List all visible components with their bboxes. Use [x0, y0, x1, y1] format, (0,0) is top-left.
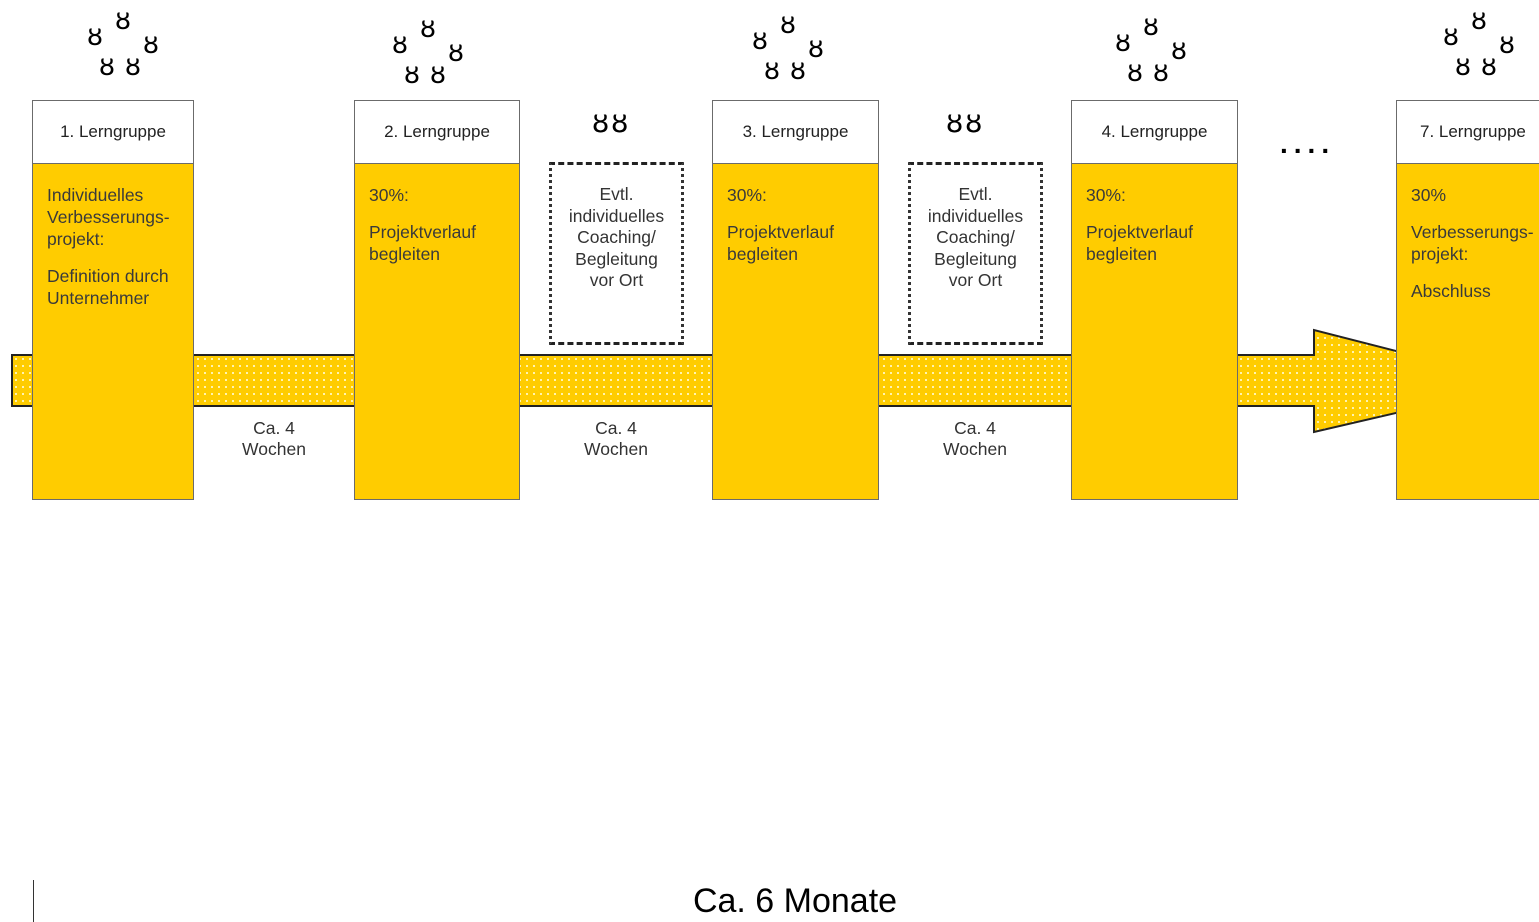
coaching-pair-icon: ȣȣ	[946, 106, 985, 139]
person-icon: ȣ	[430, 60, 446, 90]
session-text-line: projekt:	[47, 229, 105, 249]
person-icon: ȣ	[99, 52, 115, 82]
interval-line: Ca. 4	[595, 418, 637, 438]
interval-line: Ca. 4	[253, 418, 295, 438]
coaching-text-line: individuelles	[568, 205, 665, 226]
coaching-text-line: Coaching/	[577, 227, 656, 247]
session-description: 30%: Projektverlauf begleiten	[713, 164, 878, 265]
session-text-line: Verbesserungs-	[1411, 222, 1534, 242]
interval-label-2: Ca. 4 Wochen	[551, 418, 681, 460]
person-icon: ȣ	[1127, 58, 1143, 88]
person-icon: ȣ	[780, 10, 796, 40]
coaching-box-1: Evtl. individuelles Coaching/ Begleitung…	[549, 162, 684, 345]
participants-icon-group-4: ȣ ȣ ȣ ȣ ȣ	[1113, 14, 1203, 104]
participants-icon-group-3: ȣ ȣ ȣ ȣ ȣ	[750, 12, 840, 102]
participants-icon-group-1: ȣ ȣ ȣ ȣ ȣ	[85, 8, 175, 98]
person-icon: ȣ	[808, 34, 824, 64]
session-title: 7. Lerngruppe	[1397, 101, 1539, 164]
session-title: 2. Lerngruppe	[355, 101, 519, 164]
session-column-1: 1. Lerngruppe Individuelles Verbesserung…	[32, 100, 194, 500]
coaching-text-line: vor Ort	[589, 270, 644, 290]
session-text-line: 30%:	[727, 185, 767, 205]
interval-line: Wochen	[943, 439, 1007, 459]
session-text-line: projekt:	[1411, 244, 1469, 264]
session-text-line: Individuelles	[47, 185, 144, 205]
coaching-text-line: Coaching/	[936, 227, 1015, 247]
person-icon: ȣ	[1455, 52, 1471, 82]
session-text-line: Abschluss	[1411, 281, 1491, 301]
duration-label: Ca. 6 Monate	[692, 882, 898, 920]
person-icon: ȣ	[1499, 30, 1515, 60]
session-text-line: Projektverlauf	[727, 222, 834, 242]
session-column-7: 7. Lerngruppe 30% Verbesserungs- projekt…	[1396, 100, 1539, 500]
participants-icon-group-7: ȣ ȣ ȣ ȣ ȣ	[1441, 8, 1531, 98]
person-icon: ȣ	[1143, 12, 1159, 42]
person-icon: ȣ	[1115, 28, 1131, 58]
participants-icon-group-2: ȣ ȣ ȣ ȣ ȣ	[390, 16, 480, 106]
person-icon: ȣ	[392, 30, 408, 60]
person-icon: ȣ	[764, 56, 780, 86]
session-title: 1. Lerngruppe	[33, 101, 193, 164]
session-text-line: 30%:	[369, 185, 409, 205]
coaching-text-line: Evtl.	[958, 184, 993, 204]
session-text-line: Definition durch	[47, 266, 169, 286]
session-text-line: 30%:	[1086, 185, 1126, 205]
session-title: 4. Lerngruppe	[1072, 101, 1237, 164]
timeline-start-tick	[33, 880, 34, 922]
interval-label-3: Ca. 4 Wochen	[910, 418, 1040, 460]
session-text-line: begleiten	[1086, 244, 1158, 264]
session-title: 3. Lerngruppe	[713, 101, 878, 164]
session-description: Individuelles Verbesserungs- projekt: De…	[33, 164, 193, 309]
session-text-line: begleiten	[369, 244, 441, 264]
person-icon: ȣ	[143, 30, 159, 60]
ellipsis: ....	[1280, 128, 1336, 159]
coaching-text-line: Evtl.	[599, 184, 634, 204]
session-column-4: 4. Lerngruppe 30%: Projektverlauf beglei…	[1071, 100, 1238, 500]
interval-line: Wochen	[242, 439, 306, 459]
coaching-text-line: individuelles	[927, 205, 1024, 226]
person-icon: ȣ	[1471, 6, 1487, 36]
person-icon: ȣ	[420, 14, 436, 44]
coaching-box-2: Evtl. individuelles Coaching/ Begleitung…	[908, 162, 1043, 345]
session-text-line: begleiten	[727, 244, 799, 264]
session-description: 30%: Projektverlauf begleiten	[355, 164, 519, 265]
person-icon: ȣ	[115, 6, 131, 36]
person-icon: ȣ	[404, 60, 420, 90]
session-text-line: Projektverlauf	[369, 222, 476, 242]
person-icon: ȣ	[1481, 52, 1497, 82]
person-icon: ȣ	[1153, 58, 1169, 88]
interval-line: Ca. 4	[954, 418, 996, 438]
session-column-2: 2. Lerngruppe 30%: Projektverlauf beglei…	[354, 100, 520, 500]
session-column-3: 3. Lerngruppe 30%: Projektverlauf beglei…	[712, 100, 879, 500]
session-text-line: Unternehmer	[47, 288, 150, 308]
session-text-line: Verbesserungs-	[47, 207, 170, 227]
session-description: 30% Verbesserungs- projekt: Abschluss	[1397, 164, 1539, 302]
coaching-text-line: Begleitung	[934, 248, 1017, 269]
coaching-text-line: vor Ort	[948, 270, 1003, 290]
interval-label-1: Ca. 4 Wochen	[209, 418, 339, 460]
person-icon: ȣ	[87, 22, 103, 52]
person-icon: ȣ	[1443, 22, 1459, 52]
person-icon: ȣ	[125, 52, 141, 82]
interval-line: Wochen	[584, 439, 648, 459]
session-description: 30%: Projektverlauf begleiten	[1072, 164, 1237, 265]
person-icon: ȣ	[1171, 36, 1187, 66]
coaching-text-line: Begleitung	[575, 248, 658, 269]
session-text-line: 30%	[1411, 185, 1447, 205]
session-text-line: Projektverlauf	[1086, 222, 1193, 242]
coaching-pair-icon: ȣȣ	[592, 106, 631, 139]
person-icon: ȣ	[752, 26, 768, 56]
person-icon: ȣ	[448, 38, 464, 68]
person-icon: ȣ	[790, 56, 806, 86]
